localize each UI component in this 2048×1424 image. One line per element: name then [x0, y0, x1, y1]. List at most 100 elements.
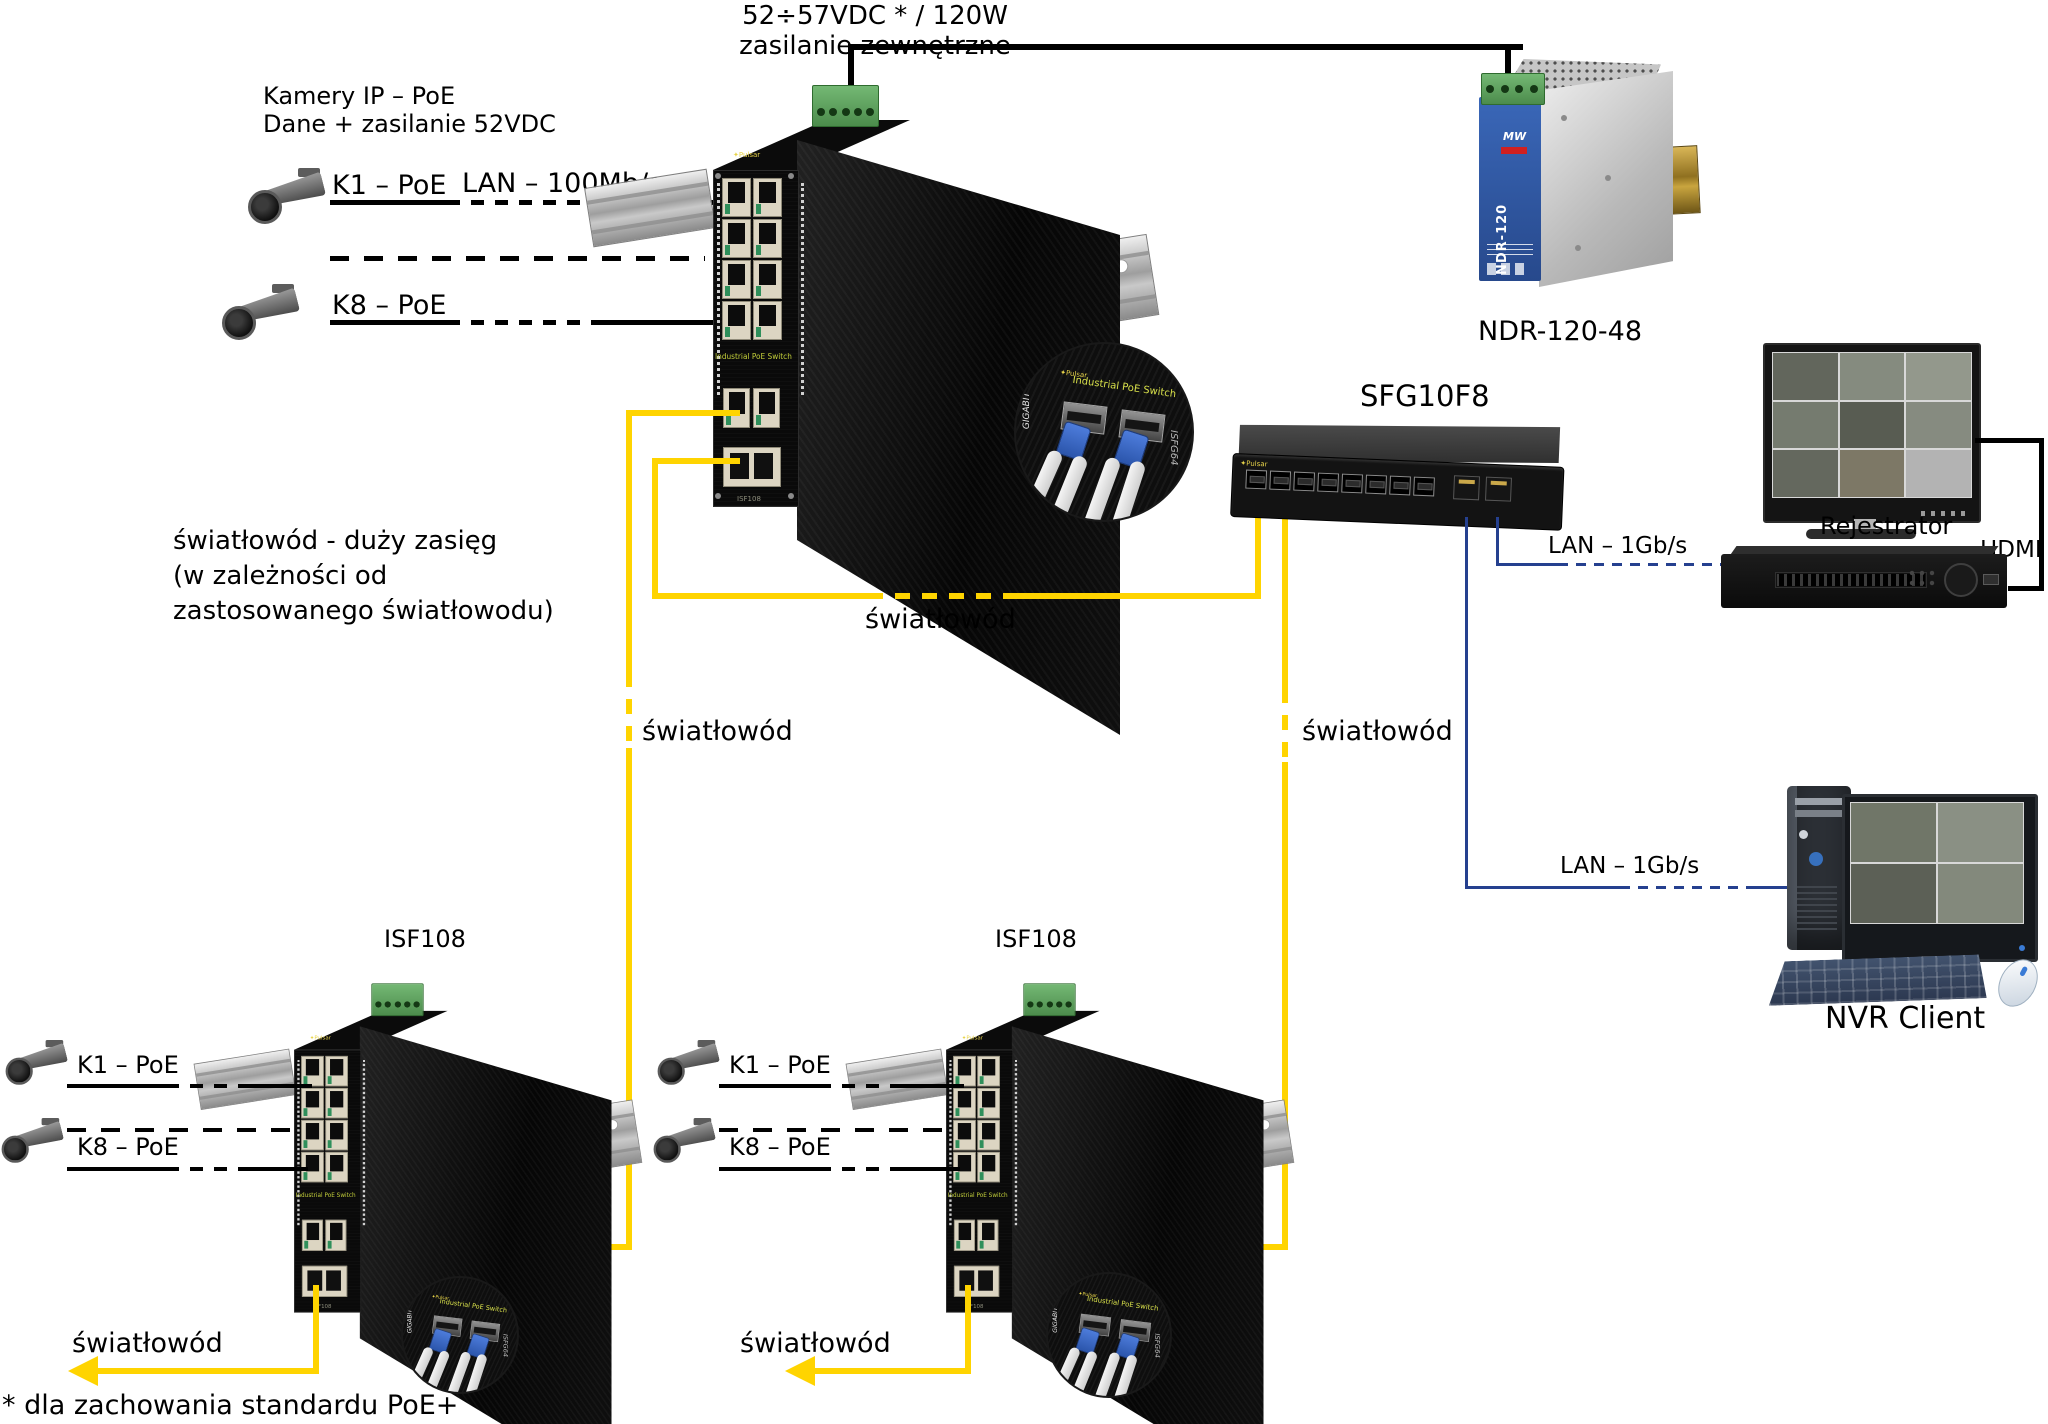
fiber-out-2: [815, 1368, 971, 1374]
sfp-slot: [723, 447, 781, 487]
isf1-model-label: ISF108: [384, 925, 466, 953]
k8-link: [719, 1167, 818, 1171]
led-column-icon: [717, 183, 720, 395]
mouse-wheel: [2019, 965, 2029, 977]
rj45-port: [977, 1119, 1000, 1151]
psu-terminal-block: [1481, 73, 1545, 105]
fiber-link-b-dashed: [868, 593, 1014, 599]
nvr-tower: [1787, 786, 1851, 950]
fiber-label-arrow-2: światłowód: [740, 1328, 891, 1359]
camera-lens-icon: [248, 190, 282, 224]
rj45-port: [325, 1119, 348, 1151]
fiber-link-b: [652, 458, 740, 464]
k1-label: K1 – PoE: [332, 170, 447, 201]
rj45-port: [753, 260, 782, 299]
sfp-closeup-inset: GIGABIT ✦Pulsar Industrial PoE Switch IS…: [1046, 1272, 1172, 1398]
camera-view: [1850, 863, 1937, 924]
fiber-note: światłowód - duży zasięg (w zależności o…: [173, 524, 554, 629]
sfp-port: [1413, 476, 1435, 497]
ip-camera-k8: [220, 284, 304, 346]
inset-title: Industrial PoE Switch: [1071, 374, 1177, 401]
power-wire: [1505, 44, 1511, 88]
din-rail-left: [584, 168, 716, 248]
cameras-heading-line1: Kamery IP – PoE: [263, 82, 456, 110]
panel-model-text: ISF108: [964, 1303, 984, 1310]
monitor-stand-neck: [1854, 519, 1876, 531]
pulsar-logo: ✦Pulsar: [961, 1034, 983, 1042]
k1-link-dashed: [166, 1084, 243, 1088]
rj45-port: [953, 1087, 976, 1119]
screw-icon: [715, 173, 721, 179]
sfp-port: [1365, 474, 1387, 495]
lan-link-nvr-dashed: [1620, 886, 1748, 889]
sfp-port: [1293, 471, 1316, 492]
camera-view: [1905, 352, 1972, 401]
k8-link-dashed: [166, 1167, 243, 1171]
panel-text: Industrial PoE Switch: [295, 1191, 356, 1199]
screw-icon: [1575, 245, 1581, 251]
cameras-heading: Kamery IP – PoE Dane + zasilanie 52VDC: [263, 82, 556, 138]
led-column-icon: [297, 1059, 300, 1226]
rj45-port: [722, 260, 751, 299]
footnote: * dla zachowania standardu PoE+: [2, 1390, 459, 1421]
camera-view: [1838, 449, 1906, 498]
sfp-port: [1341, 473, 1363, 494]
k1-label: K1 – PoE: [729, 1051, 831, 1079]
fiber-link-c: [1282, 497, 1288, 688]
lan-link-recorder: [1496, 517, 1499, 565]
camera-view: [1772, 449, 1839, 498]
ip-camera-k8: [0, 1118, 67, 1168]
lan1g-label-bottom: LAN – 1Gb/s: [1560, 853, 1700, 879]
power-wire: [848, 44, 1523, 50]
screw-icon: [1561, 115, 1567, 121]
main-poe-switch: ✦Pulsar Industrial PoE Switch ISF108: [584, 55, 1160, 775]
k8-label: K8 – PoE: [332, 290, 447, 321]
nvr-monitor: [1842, 794, 2038, 962]
rj45-port: [1485, 476, 1512, 502]
inset-model-text: ISFG64: [1152, 1333, 1161, 1358]
fiber-link-b: [1014, 593, 1261, 599]
camera-mount: [298, 168, 320, 177]
k2-k7-link-dashed: [719, 1128, 957, 1132]
k2-k7-link-dashed: [67, 1128, 305, 1132]
gigabit-text: GIGABIT: [1052, 1307, 1060, 1333]
k2-k7-link-dashed: [330, 256, 705, 261]
rj45-port: [301, 1055, 324, 1087]
fiber-out-2: [965, 1285, 971, 1374]
camera-view: [1838, 352, 1906, 401]
lan-link-nvr: [1465, 517, 1468, 888]
camera-view: [1850, 802, 1937, 863]
rj45-port: [753, 219, 782, 258]
fiber-label-3: światłowód: [1302, 716, 1453, 747]
rj45-port: [722, 219, 751, 258]
camera-mount: [272, 284, 294, 293]
led-column-icon: [1014, 1059, 1018, 1226]
rj45-port: [977, 1151, 1000, 1183]
k1-link-dashed: [447, 200, 600, 205]
ip-camera-k8: [652, 1118, 719, 1168]
isf108-switch-2: ✦Pulsar Industrial PoE Switch ISF108: [845, 960, 1295, 1424]
ip-camera-k1: [246, 168, 330, 230]
rj45-port: [753, 301, 782, 340]
k8-link-dashed: [447, 320, 600, 325]
rj45-port: [325, 1087, 348, 1119]
rj45-port: [977, 1087, 1000, 1119]
camera-view: [1772, 352, 1839, 401]
k8-link: [600, 320, 733, 325]
psu-side-text: NDR-120: [1495, 203, 1510, 275]
uplink-rj45-port: [977, 1219, 999, 1251]
panel-model-text: ISF108: [737, 495, 761, 503]
camera-lens-icon: [222, 306, 256, 340]
sfp-port: [1245, 469, 1268, 490]
uplink-rj45-port: [953, 1219, 975, 1251]
fiber-out-1: [98, 1368, 319, 1374]
hdmi-link: [2008, 586, 2044, 591]
recorder-buttons: [1907, 568, 1937, 588]
power-button: [1799, 830, 1808, 839]
k1-link-dashed: [818, 1084, 895, 1088]
drive-bay: [1795, 810, 1843, 817]
k1-link: [67, 1084, 166, 1088]
rj45-port: [1453, 475, 1481, 501]
psu-brand-bar: [1501, 147, 1527, 154]
